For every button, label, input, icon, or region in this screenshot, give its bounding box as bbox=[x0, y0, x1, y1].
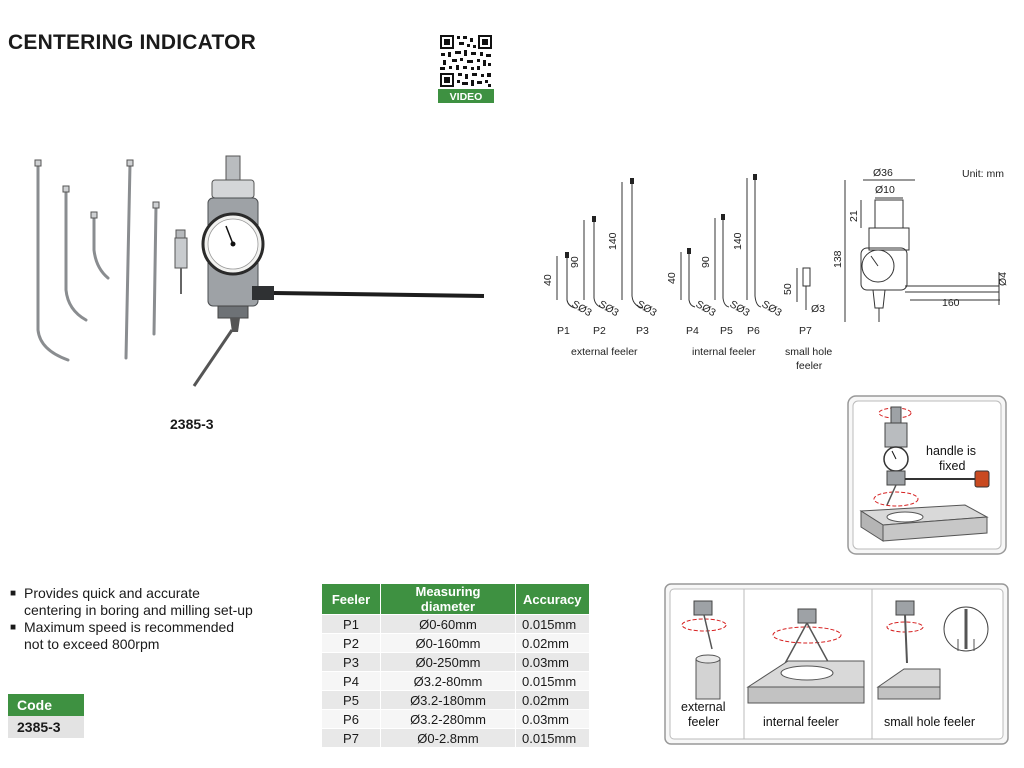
small-hole-feeler-label: small hole bbox=[785, 346, 832, 358]
usage-diagram-feelers: external feeler internal feeler small ho… bbox=[664, 583, 1009, 745]
feeler-label-p6: P6 bbox=[747, 325, 760, 337]
cell-diameter: Ø3.2-280mm bbox=[380, 709, 516, 729]
cell-feeler: P6 bbox=[321, 709, 381, 729]
tip-label-p7: Ø3 bbox=[811, 303, 825, 315]
cell-accuracy: 0.015mm bbox=[515, 614, 590, 634]
feeler-label-p1: P1 bbox=[557, 325, 570, 337]
small-hole-feeler bbox=[174, 229, 188, 294]
dim-length-p3: 140 bbox=[607, 232, 619, 250]
feature-list: ■ Provides quick and accurate centering … bbox=[10, 585, 310, 653]
dim-h21: 21 bbox=[848, 210, 860, 222]
code-box: Code 2385-3 bbox=[8, 694, 84, 738]
tip-label-p3: SØ3 bbox=[635, 298, 659, 319]
tip-label-p1: SØ3 bbox=[570, 298, 594, 319]
header-feeler: Feeler bbox=[321, 583, 381, 615]
cell-accuracy: 0.015mm bbox=[515, 728, 590, 748]
cell-feeler: P4 bbox=[321, 671, 381, 691]
dim-d36: Ø36 bbox=[873, 167, 893, 179]
tip-label-p2: SØ3 bbox=[597, 298, 621, 319]
table-row: P4 Ø3.2-80mm 0.015mm bbox=[321, 671, 590, 691]
cell-feeler: P1 bbox=[321, 614, 381, 634]
header-measuring-diameter: Measuring diameter bbox=[380, 583, 516, 615]
handle-fixed-label-2: fixed bbox=[939, 459, 965, 473]
code-header: Code bbox=[8, 694, 84, 716]
spec-table-header: Feeler Measuring diameter Accuracy bbox=[321, 583, 590, 615]
usage-external-label-2: feeler bbox=[688, 715, 719, 729]
unit-label: Unit: mm bbox=[962, 168, 1004, 180]
cell-diameter: Ø3.2-180mm bbox=[380, 690, 516, 710]
dim-length-p6: 140 bbox=[732, 232, 744, 250]
spec-table: Feeler Measuring diameter Accuracy P1 Ø0… bbox=[321, 583, 590, 748]
feeler-label-p4: P4 bbox=[686, 325, 699, 337]
cell-diameter: Ø3.2-80mm bbox=[380, 671, 516, 691]
cell-accuracy: 0.03mm bbox=[515, 652, 590, 672]
dimension-drawing: 40 90 140 40 90 140 50 SØ3 SØ3 SØ3 SØ3 S… bbox=[535, 160, 1024, 380]
cell-accuracy: 0.015mm bbox=[515, 671, 590, 691]
header-accuracy: Accuracy bbox=[515, 583, 590, 615]
feature-item: ■ Provides quick and accurate centering … bbox=[10, 585, 310, 619]
cell-diameter: Ø0-60mm bbox=[380, 614, 516, 634]
table-row: P7 Ø0-2.8mm 0.015mm bbox=[321, 728, 590, 748]
feature-item: ■ Maximum speed is recommended not to ex… bbox=[10, 619, 310, 653]
bullet-icon: ■ bbox=[10, 622, 17, 633]
small-hole-feeler-label-2: feeler bbox=[796, 360, 823, 372]
feeler-label-p3: P3 bbox=[636, 325, 649, 337]
usage-small-hole-label: small hole feeler bbox=[884, 715, 975, 729]
dim-length-p1: 40 bbox=[542, 274, 554, 286]
cell-feeler: P7 bbox=[321, 728, 381, 748]
usage-external-label-1: external bbox=[681, 700, 725, 714]
cell-feeler: P3 bbox=[321, 652, 381, 672]
cell-diameter: Ø0-2.8mm bbox=[380, 728, 516, 748]
dim-arm-length: 160 bbox=[942, 297, 960, 309]
feeler-probes bbox=[36, 162, 158, 362]
cell-feeler: P2 bbox=[321, 633, 381, 653]
internal-feeler-label: internal feeler bbox=[692, 346, 756, 358]
dim-d10: Ø10 bbox=[875, 184, 895, 196]
feeler-label-p7: P7 bbox=[799, 325, 812, 337]
feature-line: centering in boring and milling set-up bbox=[24, 602, 253, 618]
dim-d4: Ø4 bbox=[997, 272, 1009, 286]
feeler-label-p5: P5 bbox=[720, 325, 733, 337]
bullet-icon: ■ bbox=[10, 588, 17, 599]
video-qr-code[interactable]: VIDEO bbox=[438, 33, 494, 103]
dim-length-p2: 90 bbox=[569, 256, 581, 268]
tip-label-p4: SØ3 bbox=[694, 298, 718, 319]
video-label: VIDEO bbox=[450, 91, 483, 103]
usage-internal-label: internal feeler bbox=[763, 715, 839, 729]
feature-line: Provides quick and accurate bbox=[24, 585, 200, 601]
dim-length-p5: 90 bbox=[700, 256, 712, 268]
tip-label-p5: SØ3 bbox=[728, 298, 752, 319]
cell-accuracy: 0.03mm bbox=[515, 709, 590, 729]
dim-length-p4: 40 bbox=[666, 272, 678, 284]
table-row: P5 Ø3.2-180mm 0.02mm bbox=[321, 690, 590, 710]
dim-length-p7: 50 bbox=[782, 283, 794, 295]
feature-line: Maximum speed is recommended bbox=[24, 619, 235, 635]
code-value: 2385-3 bbox=[8, 716, 84, 738]
cell-diameter: Ø0-250mm bbox=[380, 652, 516, 672]
product-photo bbox=[20, 150, 490, 400]
cell-accuracy: 0.02mm bbox=[515, 690, 590, 710]
table-row: P3 Ø0-250mm 0.03mm bbox=[321, 652, 590, 672]
cell-accuracy: 0.02mm bbox=[515, 633, 590, 653]
page-title: CENTERING INDICATOR bbox=[8, 31, 257, 54]
external-feeler-label: external feeler bbox=[571, 346, 638, 358]
cell-feeler: P5 bbox=[321, 690, 381, 710]
dim-h138: 138 bbox=[832, 250, 844, 268]
handle-fixed-label-1: handle is bbox=[926, 444, 976, 458]
cell-diameter: Ø0-160mm bbox=[380, 633, 516, 653]
usage-diagram-fixed-handle: handle is fixed bbox=[847, 395, 1007, 555]
table-row: P1 Ø0-60mm 0.015mm bbox=[321, 614, 590, 634]
feature-line: not to exceed 800rpm bbox=[24, 636, 160, 652]
table-row: P2 Ø0-160mm 0.02mm bbox=[321, 633, 590, 653]
feeler-label-p2: P2 bbox=[593, 325, 606, 337]
table-row: P6 Ø3.2-280mm 0.03mm bbox=[321, 709, 590, 729]
tip-label-p6: SØ3 bbox=[760, 298, 784, 319]
model-caption: 2385-3 bbox=[170, 416, 214, 432]
indicator-body bbox=[192, 155, 485, 387]
